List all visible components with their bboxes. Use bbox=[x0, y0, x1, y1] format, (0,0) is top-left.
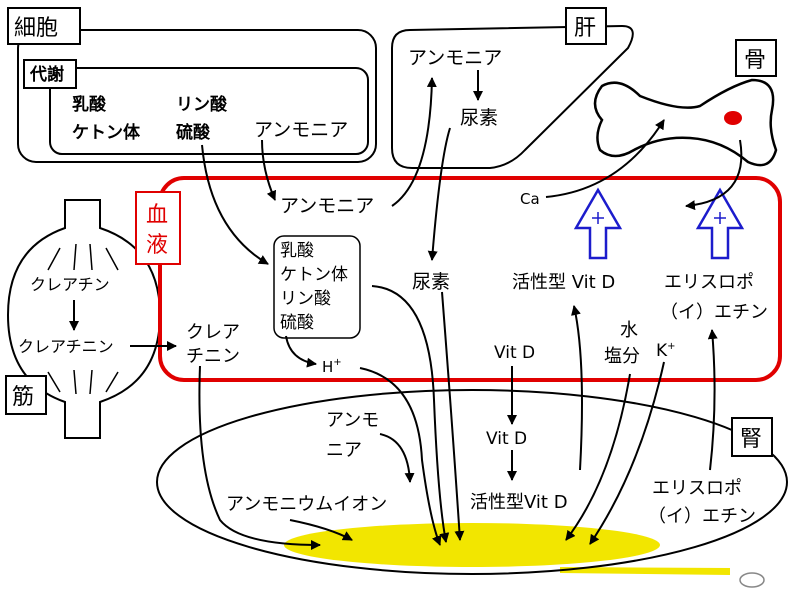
blood-k-ion: K+ bbox=[656, 341, 676, 361]
urine-pool bbox=[284, 523, 765, 588]
kidney-ammonia-1: アンモ bbox=[326, 410, 379, 431]
bone-label: 骨 bbox=[744, 48, 766, 73]
blood-creatinine-2: チニン bbox=[186, 346, 240, 367]
meta-sulfuric: 硫酸 bbox=[176, 122, 211, 143]
liver-label: 肝 bbox=[574, 16, 596, 41]
blood-active-vitd: 活性型 Vit D bbox=[512, 272, 615, 293]
marrow-dot bbox=[724, 111, 742, 125]
blood-vitd: Vit D bbox=[494, 343, 535, 363]
blood-acid-lactic: 乳酸 bbox=[280, 241, 314, 261]
liver-region bbox=[391, 24, 634, 169]
blood-ca: Ca bbox=[520, 190, 540, 208]
liver-urea: 尿素 bbox=[460, 107, 498, 129]
kidney-ammonium: アンモニウムイオン bbox=[226, 494, 387, 515]
cell-label: 細胞 bbox=[14, 16, 58, 41]
muscle-fibers bbox=[47, 243, 119, 395]
blood-urea: 尿素 bbox=[412, 271, 450, 293]
bone-region bbox=[593, 78, 778, 167]
blood-acid-sulfuric: 硫酸 bbox=[280, 313, 314, 333]
kidney-epo-2: （イ）エチン bbox=[648, 506, 756, 527]
kidney-active-vitd: 活性型Vit D bbox=[470, 492, 568, 513]
muscle-creatine: クレアチン bbox=[30, 275, 110, 294]
blood-ammonia: アンモニア bbox=[280, 195, 374, 217]
blood-water: 水 bbox=[620, 320, 638, 341]
blood-epo-2: （イ）エチン bbox=[660, 302, 768, 323]
meta-ammonia: アンモニア bbox=[254, 119, 348, 141]
liver-ammonia: アンモニア bbox=[408, 47, 502, 69]
blood-acid-phosphoric: リン酸 bbox=[280, 289, 331, 309]
muscle-label: 筋 bbox=[12, 385, 34, 410]
blood-salt: 塩分 bbox=[604, 346, 640, 367]
meta-ketone: ケトン体 bbox=[72, 122, 141, 143]
kidney-region bbox=[156, 389, 788, 575]
blood-region bbox=[158, 176, 782, 382]
blood-epo-1: エリスロポ bbox=[664, 272, 754, 293]
kidney-label: 腎 bbox=[740, 427, 762, 452]
kidney-epo-1: エリスロポ bbox=[652, 478, 742, 499]
blood-creatinine-1: クレア bbox=[186, 322, 240, 343]
kidney-ammonia-2: ニア bbox=[326, 440, 362, 461]
meta-lactic: 乳酸 bbox=[72, 94, 107, 115]
blood-h-ion: H+ bbox=[322, 357, 342, 376]
blood-acid-ketone: ケトン体 bbox=[280, 265, 348, 285]
kidney-vitd: Vit D bbox=[486, 429, 527, 449]
metabolism-label: 代謝 bbox=[29, 64, 64, 85]
blood-label-1: 血 bbox=[146, 203, 168, 228]
cell-region bbox=[17, 29, 377, 163]
meta-phosphoric: リン酸 bbox=[176, 94, 228, 115]
flow-arrows bbox=[69, 70, 743, 550]
blood-acids-box bbox=[273, 235, 361, 339]
metabolism-region bbox=[49, 67, 369, 155]
blood-label-2: 液 bbox=[146, 233, 168, 258]
muscle-creatinine: クレアチニン bbox=[18, 337, 114, 356]
